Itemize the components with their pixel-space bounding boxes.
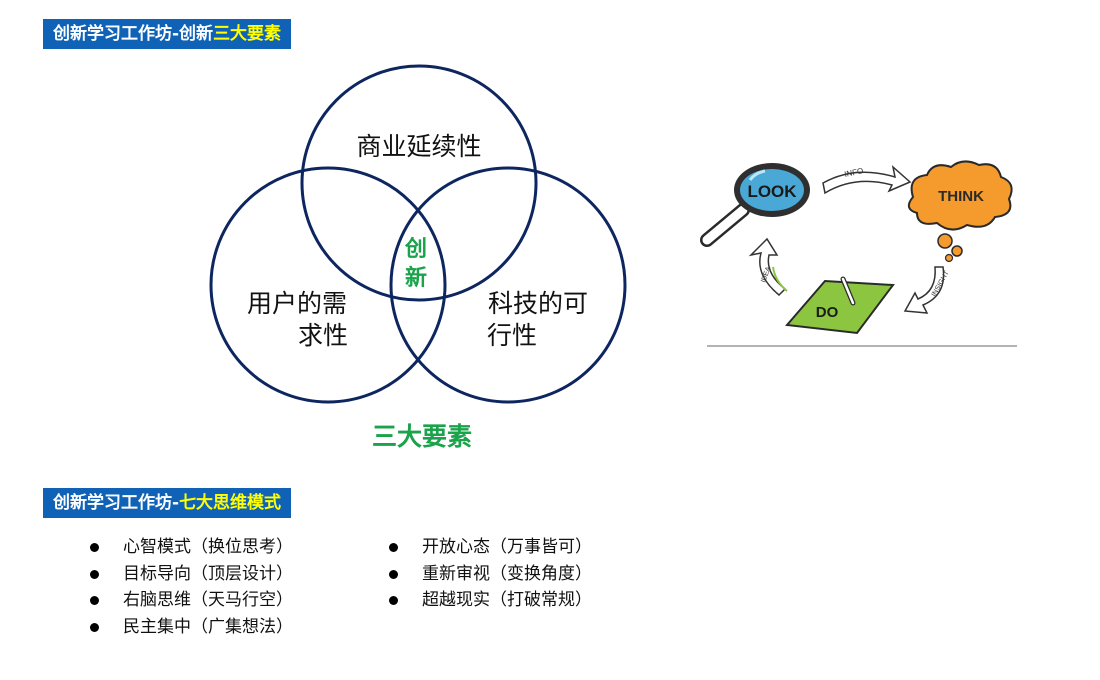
insight-arrow-icon xyxy=(903,266,945,314)
do-label: DO xyxy=(816,304,839,321)
magnifier-icon xyxy=(700,163,810,247)
list-item: 重新审视（变换角度） xyxy=(389,561,592,588)
bullet-icon xyxy=(90,622,99,632)
list-item-text: 超越现实（打破常规） xyxy=(422,590,592,610)
list-item-text: 目标导向（顶层设计） xyxy=(123,563,293,584)
section-title-prefix: 创新学习工作坊- xyxy=(53,493,180,513)
think-cloud-icon xyxy=(907,160,1013,263)
bullet-icon xyxy=(389,596,398,605)
list-item-text: 心智模式（换位思考） xyxy=(123,537,293,557)
info-label: INFO xyxy=(844,166,865,179)
section-title-accent: 七大思维模式 xyxy=(179,493,282,513)
thinking-modes-list-left: 心智模式（换位思考） 目标导向（顶层设计） 右脑思维（天马行空） 民主集中（广集… xyxy=(90,534,293,640)
bullet-icon xyxy=(90,543,99,552)
venn-label-user-line2: 求性 xyxy=(298,321,348,350)
venn-circle-technology xyxy=(389,166,627,404)
list-item: 右脑思维（天马行空） xyxy=(90,587,293,614)
list-item-text: 民主集中（广集想法） xyxy=(123,616,293,637)
look-label: LOOK xyxy=(747,182,797,201)
info-arrow-icon xyxy=(822,164,912,195)
bullet-icon xyxy=(389,569,398,579)
section-title-accent: 三大要素 xyxy=(213,24,282,44)
venn-label-tech-line2: 行性 xyxy=(487,321,537,350)
list-item: 超越现实（打破常规） xyxy=(389,587,592,614)
list-item-text: 右脑思维（天马行空） xyxy=(123,590,293,610)
idea-arrow-icon xyxy=(748,237,787,297)
bullet-icon xyxy=(389,543,398,552)
section-title-modes: 创新学习工作坊-七大思维模式 xyxy=(43,488,292,518)
do-paper-icon xyxy=(785,276,895,335)
section-title-elements: 创新学习工作坊-创新三大要素 xyxy=(43,19,292,49)
venn-caption: 三大要素 xyxy=(372,422,472,451)
list-item-text: 重新审视（变换角度） xyxy=(422,563,592,584)
venn-circle-business xyxy=(300,64,538,302)
think-label: THINK xyxy=(938,188,984,205)
bullet-icon xyxy=(90,569,99,579)
look-think-do-illustration: LOOK INFO THINK INSIGHT DO IDEA xyxy=(700,160,1017,347)
venn-label-business: 商业延续性 xyxy=(356,132,481,161)
bullet-icon xyxy=(90,596,99,605)
venn-center-line2: 新 xyxy=(405,265,427,291)
list-item: 民主集中（广集想法） xyxy=(90,614,293,641)
list-item: 开放心态（万事皆可） xyxy=(389,534,592,561)
venn-diagram: 商业延续性 用户的需 求性 科技的可 行性 创 新 三大要素 xyxy=(209,64,627,451)
list-item-text: 开放心态（万事皆可） xyxy=(422,537,592,557)
venn-label-tech-line1: 科技的可 xyxy=(488,289,588,318)
venn-circle-user xyxy=(209,166,447,404)
venn-center-line1: 创 xyxy=(404,237,427,262)
thinking-modes-list-right: 开放心态（万事皆可） 重新审视（变换角度） 超越现实（打破常规） xyxy=(389,534,592,614)
list-item: 目标导向（顶层设计） xyxy=(90,561,293,588)
section-title-prefix: 创新学习工作坊-创新 xyxy=(53,24,214,44)
venn-label-user-line1: 用户的需 xyxy=(247,289,347,318)
list-item: 心智模式（换位思考） xyxy=(90,534,293,561)
